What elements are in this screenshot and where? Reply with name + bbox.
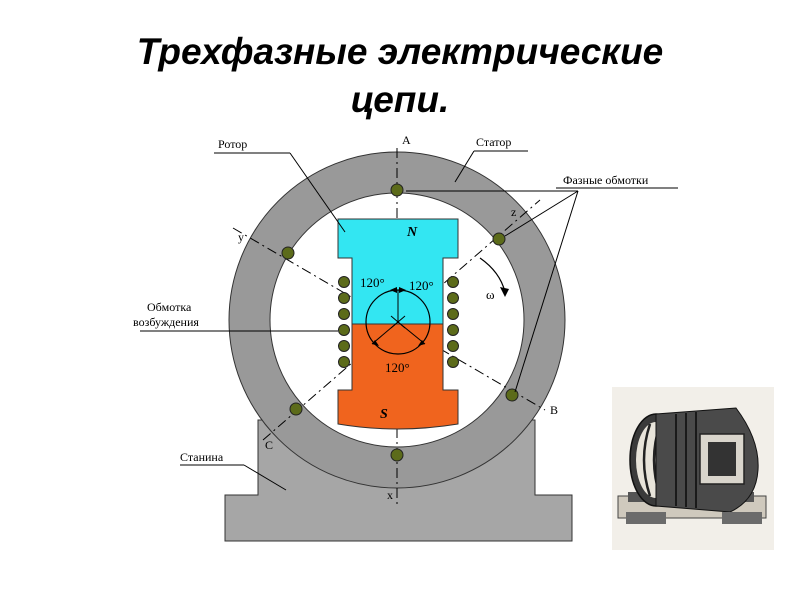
excitation-label-line1: Обмотка xyxy=(147,300,192,314)
frame-label: Станина xyxy=(180,450,224,464)
omega-label: ω xyxy=(486,287,495,302)
title-line-2: цепи. xyxy=(350,79,450,120)
phase-mark-z: z xyxy=(511,205,516,219)
phase-mark-y: y xyxy=(238,230,244,244)
angle-right-label: 120° xyxy=(409,278,434,293)
north-pole-label: N xyxy=(406,225,418,240)
phase-mark-A: A xyxy=(402,133,411,147)
phase-mark-x: x xyxy=(387,488,393,502)
excitation-label-line2: возбуждения xyxy=(133,315,199,329)
phase-windings-label: Фазные обмотки xyxy=(563,173,649,187)
title-line-1: Трехфазные электрические xyxy=(136,31,664,72)
motor-photo xyxy=(612,387,774,550)
phase-mark-B: B xyxy=(550,403,558,417)
south-pole-label: S xyxy=(380,407,388,422)
rotor xyxy=(337,218,459,430)
rotation-arrow xyxy=(479,257,509,297)
leader-lines xyxy=(140,150,678,491)
phase-mark-C: C xyxy=(265,438,273,452)
rotor-label: Ротор xyxy=(218,137,247,151)
stator-label: Статор xyxy=(476,135,511,149)
angle-bottom-label: 120° xyxy=(385,360,410,375)
page-title: Трехфазные электрические цепи. xyxy=(0,28,800,124)
excitation-winding-coils xyxy=(338,276,459,368)
angle-left-label: 120° xyxy=(360,275,385,290)
